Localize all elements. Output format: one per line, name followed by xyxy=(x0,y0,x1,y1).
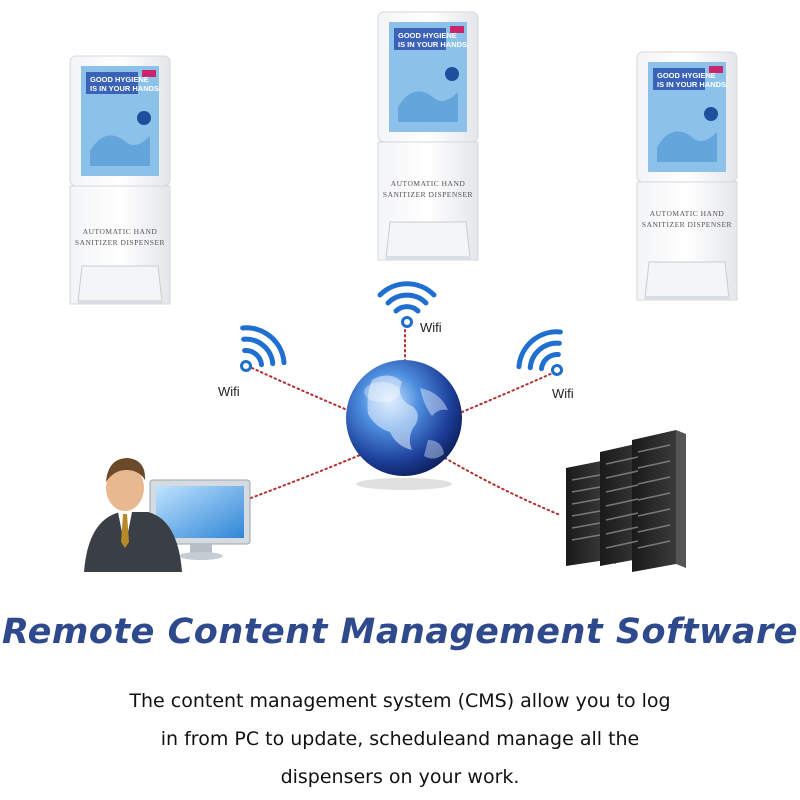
wifi-icon-right xyxy=(512,323,582,392)
dispenser-left: GOOD HYGIENE IS IN YOUR HANDS. AUTOMATIC… xyxy=(69,55,171,305)
description-line-3: dispensers on your work. xyxy=(280,766,520,788)
dispenser-center: GOOD HYGIENE IS IN YOUR HANDS. AUTOMATIC… xyxy=(377,11,479,261)
link-left-wifi xyxy=(251,367,353,413)
description-line-2: in from PC to update, scheduleand manage… xyxy=(160,728,640,750)
wifi-label-left: Wifi xyxy=(218,384,240,399)
globe-icon xyxy=(346,360,462,490)
screen-headline-2: IS IN YOUR HANDS. xyxy=(657,80,728,89)
screen-headline-2: IS IN YOUR HANDS. xyxy=(90,84,161,93)
link-right-wifi xyxy=(461,371,556,413)
page-title: Remote Content Management Software xyxy=(1,612,799,652)
wifi-icon-left xyxy=(221,319,291,388)
network-diagram: GOOD HYGIENE IS IN YOUR HANDS. AUTOMATIC… xyxy=(69,11,738,572)
wifi-label-center: Wifi xyxy=(420,320,442,335)
user-at-computer-icon xyxy=(84,458,251,572)
screen-headline-1: GOOD HYGIENE xyxy=(398,31,457,40)
screen-headline-1: GOOD HYGIENE xyxy=(657,71,716,80)
dispenser-label-1: AUTOMATIC HAND xyxy=(650,209,725,218)
wifi-label-right: Wifi xyxy=(552,386,574,401)
link-computer xyxy=(231,454,361,506)
server-rack-icon xyxy=(566,430,686,572)
dispenser-label-2: SANITIZER DISPENSER xyxy=(642,220,732,229)
dispenser-label-2: SANITIZER DISPENSER xyxy=(383,190,473,199)
dispenser-label-1: AUTOMATIC HAND xyxy=(391,179,466,188)
screen-headline-2: IS IN YOUR HANDS. xyxy=(398,40,469,49)
link-server xyxy=(444,457,561,516)
dispenser-right: GOOD HYGIENE IS IN YOUR HANDS. AUTOMATIC… xyxy=(636,51,738,301)
dispenser-label-2: SANITIZER DISPENSER xyxy=(75,238,165,247)
description-line-1: The content management system (CMS) allo… xyxy=(129,690,671,712)
screen-headline-1: GOOD HYGIENE xyxy=(90,75,149,84)
description-text: The content management system (CMS) allo… xyxy=(50,682,750,796)
dispenser-label-1: AUTOMATIC HAND xyxy=(83,227,158,236)
